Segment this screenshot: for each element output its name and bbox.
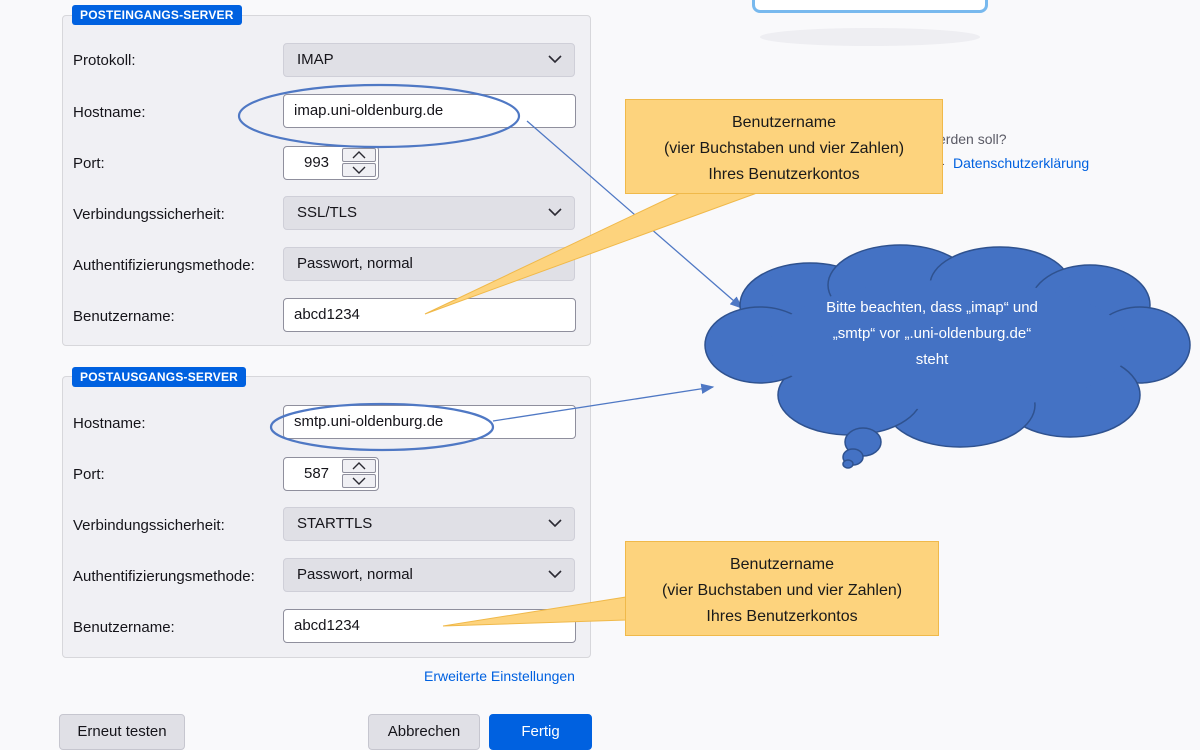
chevron-up-icon xyxy=(352,462,366,470)
chevron-down-icon xyxy=(352,477,366,485)
incoming-server-badge: POSTEINGANGS-SERVER xyxy=(72,5,242,25)
outgoing-security-select[interactable]: STARTTLS xyxy=(283,507,575,541)
chevron-up-icon xyxy=(352,151,366,159)
chevron-down-icon xyxy=(352,166,366,174)
cloud-line3: steht xyxy=(915,351,949,368)
chevron-down-icon xyxy=(548,570,562,579)
cloud-line2: „smtp“ vor „.uni-oldenburg.de“ xyxy=(832,325,1032,342)
incoming-port-input[interactable]: 993 xyxy=(283,146,379,180)
outgoing-auth-select[interactable]: Passwort, normal xyxy=(283,558,575,592)
incoming-security-select[interactable]: SSL/TLS xyxy=(283,196,575,230)
chevron-down-icon xyxy=(548,208,562,217)
incoming-username-label: Benutzername: xyxy=(73,308,175,325)
incoming-security-value: SSL/TLS xyxy=(297,204,358,221)
incoming-port-down-button[interactable] xyxy=(342,163,376,177)
callout-username-incoming: Benutzername (vier Buchstaben und vier Z… xyxy=(625,99,943,194)
partial-question-text: erden soll? xyxy=(938,131,1007,147)
incoming-hostname-label: Hostname: xyxy=(73,104,146,121)
chevron-down-icon xyxy=(548,259,562,268)
outgoing-security-value: STARTTLS xyxy=(297,515,373,532)
illustration-shadow xyxy=(760,28,980,46)
outgoing-username-label: Benutzername: xyxy=(73,619,175,636)
incoming-protocol-select[interactable]: IMAP xyxy=(283,43,575,77)
outgoing-auth-label: Authentifizierungsmethode: xyxy=(73,568,255,585)
chevron-down-icon xyxy=(548,55,562,64)
callout-bottom-line2: (vier Buchstaben und vier Zahlen) xyxy=(661,582,903,599)
retest-button[interactable]: Erneut testen xyxy=(59,714,185,750)
incoming-auth-value: Passwort, normal xyxy=(297,255,413,272)
incoming-port-up-button[interactable] xyxy=(342,148,376,162)
chevron-down-icon xyxy=(548,519,562,528)
outgoing-port-label: Port: xyxy=(73,466,105,483)
incoming-auth-label: Authentifizierungsmethode: xyxy=(73,257,255,274)
outgoing-hostname-label: Hostname: xyxy=(73,415,146,432)
cancel-button[interactable]: Abbrechen xyxy=(368,714,480,750)
cloud-line1: Bitte beachten, dass „imap“ und xyxy=(826,299,1038,316)
outgoing-username-input[interactable]: abcd1234 xyxy=(283,609,576,643)
callout-top-line3: Ihres Benutzerkontos xyxy=(708,166,860,183)
cloud-note: Bitte beachten, dass „imap“ und „smtp“ v… xyxy=(782,295,1082,373)
callout-top-line2: (vier Buchstaben und vier Zahlen) xyxy=(663,140,905,157)
done-button[interactable]: Fertig xyxy=(489,714,592,750)
incoming-hostname-input[interactable]: imap.uni-oldenburg.de xyxy=(283,94,576,128)
outgoing-server-badge: POSTAUSGANGS-SERVER xyxy=(72,367,247,387)
outgoing-port-down-button[interactable] xyxy=(342,474,376,488)
protocol-label: Protokoll: xyxy=(73,52,136,69)
advanced-settings-link[interactable]: Erweiterte Einstellungen xyxy=(424,668,575,684)
incoming-username-input[interactable]: abcd1234 xyxy=(283,298,576,332)
incoming-auth-select[interactable]: Passwort, normal xyxy=(283,247,575,281)
illustration-card xyxy=(752,0,988,13)
incoming-protocol-value: IMAP xyxy=(297,51,334,68)
outgoing-hostname-input[interactable]: smtp.uni-oldenburg.de xyxy=(283,405,576,439)
outgoing-security-label: Verbindungssicherheit: xyxy=(73,517,225,534)
incoming-security-label: Verbindungssicherheit: xyxy=(73,206,225,223)
callout-username-outgoing: Benutzername (vier Buchstaben und vier Z… xyxy=(625,541,939,636)
outgoing-auth-value: Passwort, normal xyxy=(297,566,413,583)
callout-top-line1: Benutzername xyxy=(731,114,837,131)
privacy-policy-link[interactable]: Datenschutzerklärung xyxy=(953,155,1090,171)
callout-bottom-line1: Benutzername xyxy=(729,556,835,573)
incoming-port-label: Port: xyxy=(73,155,105,172)
callout-bottom-line3: Ihres Benutzerkontos xyxy=(706,608,858,625)
outgoing-port-up-button[interactable] xyxy=(342,459,376,473)
